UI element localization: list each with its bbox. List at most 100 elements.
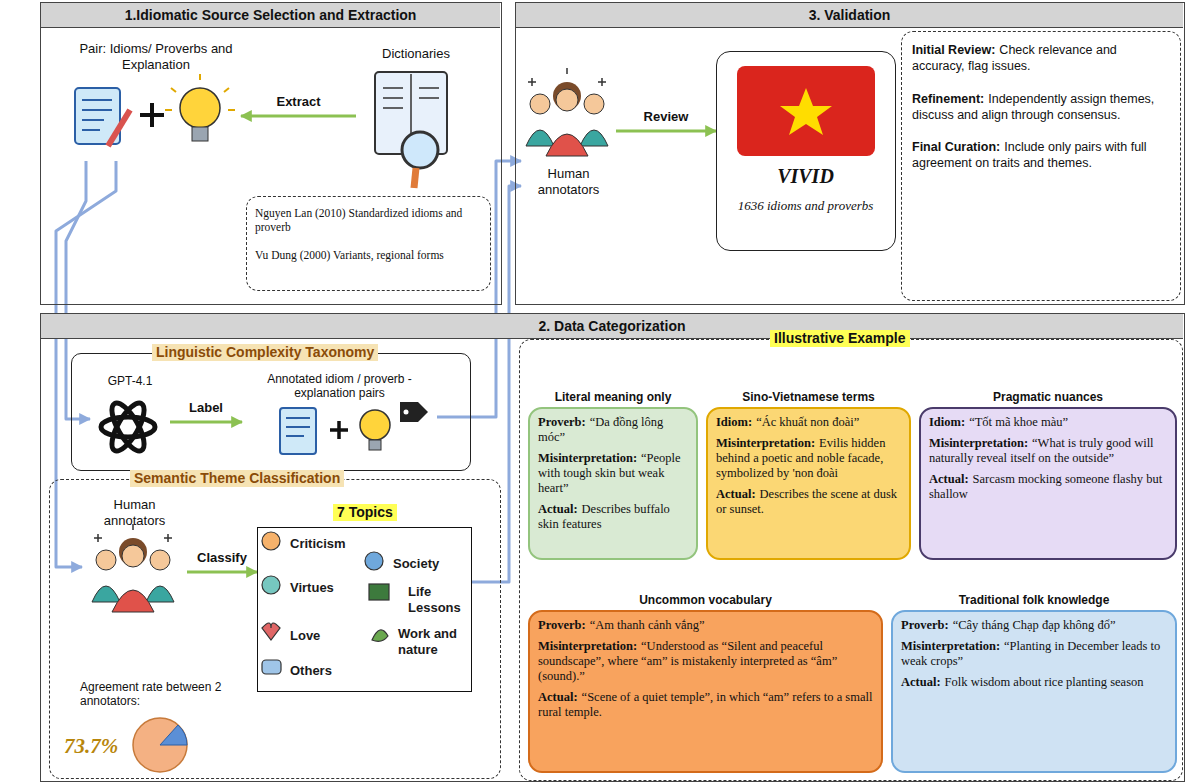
- node-text: Pair: Idioms/ Proverbs and Explanation: [56, 41, 256, 72]
- review-step: Refinement:Independently assign themes, …: [912, 91, 1170, 124]
- taxonomy-box: Linguistic Complexity TaxonomyGPT-4.1Ann…: [71, 353, 471, 471]
- example-line: Idiom: “Tốt mã khoe màu”: [929, 415, 1167, 430]
- annotators-node: Human annotators: [82, 497, 187, 617]
- example-line: Misinterpretation:“What is truly good wi…: [929, 436, 1167, 466]
- edge-label: Extract: [273, 94, 323, 109]
- example-line: Actual:Describes the scene at dusk or su…: [716, 487, 901, 517]
- topics-box: 7 TopicsCriticismSocietyVirtuesLife Less…: [257, 527, 472, 692]
- panel-header: 3. Validation: [516, 3, 1183, 28]
- example-line: Misinterpretation:“People with tough ski…: [538, 451, 688, 496]
- connector-arrow: [241, 115, 356, 118]
- node-text: Nguyen Lan (2010) Standardized idioms an…: [255, 207, 483, 235]
- field-value: “Ác khuất non đoài”: [756, 415, 859, 429]
- node-text: Human annotators: [82, 497, 187, 528]
- vietnam-flag: [737, 66, 875, 156]
- connector-arrow: [472, 186, 521, 582]
- node-text: Semantic Theme Classification: [130, 470, 344, 487]
- topic-icons: [262, 532, 389, 674]
- field-label: Actual:: [538, 502, 578, 516]
- pair-node: Pair: Idioms/ Proverbs and Explanation: [56, 41, 241, 161]
- node-text: Annotated idiom / proverb -explanation p…: [242, 372, 437, 401]
- card-heading: Traditional folk knowledge: [891, 590, 1177, 610]
- node-text: Linguistic Complexity Taxonomy: [152, 344, 378, 361]
- node-text: Life Lessons: [408, 584, 463, 615]
- example-line: Misinterpretation:“Understood as “Silent…: [538, 639, 873, 684]
- stage-panel: 2. Data CategorizationLinguistic Complex…: [40, 313, 1185, 782]
- field-label: Idiom:: [716, 415, 752, 429]
- field-label: Proverb:: [538, 618, 586, 632]
- annotated-pair-icon: [280, 402, 428, 454]
- field-label: Misinterpretation:: [538, 451, 637, 465]
- card-heading: Literal meaning only: [528, 387, 698, 407]
- field-value: Folk wisdom about rice planting season: [945, 675, 1144, 689]
- example-line: Misinterpretation:Evilis hidden behind a…: [716, 436, 901, 481]
- example-region: Illustrative ExampleLiteral meaning only…: [519, 339, 1183, 781]
- node-text: Vu Dung (2000) Variants, regional forms: [255, 249, 483, 263]
- edge-label: Classify: [194, 550, 250, 565]
- field-label: Misinterpretation:: [716, 436, 815, 450]
- card-body: Proverb:“Da đồng lông móc” Misinterpretat…: [528, 407, 698, 560]
- annotated-node: Annotated idiom / proverb -explanation p…: [242, 372, 437, 467]
- card-body: Idiom: “Tốt mã khoe màu” Misinterpretation…: [919, 407, 1177, 560]
- model-node: GPT-4.1: [90, 374, 170, 464]
- node-text: 7 Topics: [333, 504, 397, 521]
- field-value: “Tốt mã khoe màu”: [969, 415, 1068, 429]
- example-line: Idiom: “Ác khuất non đoài”: [716, 415, 901, 430]
- node-text: Illustrative Example: [770, 330, 910, 347]
- step-label: Refinement:: [912, 92, 984, 106]
- connector-arrow: [66, 161, 90, 419]
- field-value: “Cây tháng Chạp đạp không đổ”: [953, 618, 1116, 632]
- field-label: Actual:: [901, 675, 941, 689]
- card-heading: Sino-Vietnamese terms: [706, 387, 911, 407]
- dataset-box: VIVID 1636 idioms and proverbs: [716, 51, 896, 251]
- field-label: Actual:: [538, 690, 578, 704]
- field-label: Proverb:: [901, 618, 949, 632]
- node-text: 73.7%: [64, 734, 118, 759]
- gpt-logo: [101, 399, 155, 456]
- field-label: Actual:: [929, 472, 969, 486]
- node-text: Criticism: [290, 536, 380, 552]
- example-card: Uncommon vocabularyProverb:“Am thanh cản…: [528, 590, 883, 775]
- step-label: Initial Review:: [912, 43, 995, 57]
- stage-panel: 3. ValidationHuman annotatorsVIVID1636 i…: [515, 2, 1185, 305]
- annotators-icon: [526, 68, 608, 156]
- example-line: Actual:Describes buffalo skin features: [538, 502, 688, 532]
- example-card: Pragmatic nuancesIdiom: “Tốt mã khoe màu”…: [919, 387, 1177, 562]
- field-label: Misinterpretation:: [538, 639, 637, 653]
- node-text: Virtues: [290, 580, 380, 596]
- connector-arrow: [616, 130, 716, 133]
- card-body: Proverb:“Am thanh cảnh vắng”Misinterpret…: [528, 610, 883, 773]
- edge-label: Label: [186, 400, 226, 415]
- node-text: Society: [393, 556, 468, 572]
- field-label: Idiom:: [929, 415, 965, 429]
- example-line: Misinterpretation:“Planting in December …: [901, 639, 1167, 669]
- field-label: Misinterpretation:: [901, 639, 1000, 653]
- review-step: Final Curation:Include only pairs with f…: [912, 139, 1170, 172]
- node-text: Agreement rate between 2 annotators:: [80, 680, 260, 709]
- panel-header: 2. Data Categorization: [41, 314, 1183, 339]
- field-label: Misinterpretation:: [929, 436, 1028, 450]
- card-heading: Pragmatic nuances: [919, 387, 1177, 407]
- connector-arrow: [187, 571, 257, 574]
- card-body: Idiom: “Ác khuất non đoài” Misinterpretati…: [706, 407, 911, 560]
- field-label: Actual:: [716, 487, 756, 501]
- card-body: Proverb: “Cây tháng Chạp đạp không đổ” Mis…: [891, 610, 1177, 773]
- step-label: Final Curation:: [912, 140, 1000, 154]
- edge-label: Review: [641, 109, 692, 124]
- node-text: Dictionaries: [356, 46, 476, 62]
- example-card: Sino-Vietnamese termsIdiom: “Ác khuất non…: [706, 387, 911, 562]
- node-text: 1636 idioms and proverbs: [717, 198, 894, 214]
- agreement-pie: [133, 718, 187, 772]
- node-text: VIVID: [717, 164, 894, 188]
- node-text: Work and nature: [398, 626, 468, 657]
- node-text: Others: [290, 663, 380, 679]
- node-text: GPT-4.1: [90, 374, 170, 388]
- example-line: Proverb:“Da đồng lông móc”: [538, 415, 688, 445]
- example-line: Actual:Sarcasm mocking someone flashy bu…: [929, 472, 1167, 502]
- review-notes: Initial Review:Check relevance and accur…: [901, 31, 1181, 301]
- node-text: Love: [290, 628, 380, 644]
- connector-arrow: [56, 161, 116, 567]
- theme-box: Semantic Theme ClassificationAgreement r…: [49, 479, 501, 779]
- connector-arrow: [170, 421, 242, 424]
